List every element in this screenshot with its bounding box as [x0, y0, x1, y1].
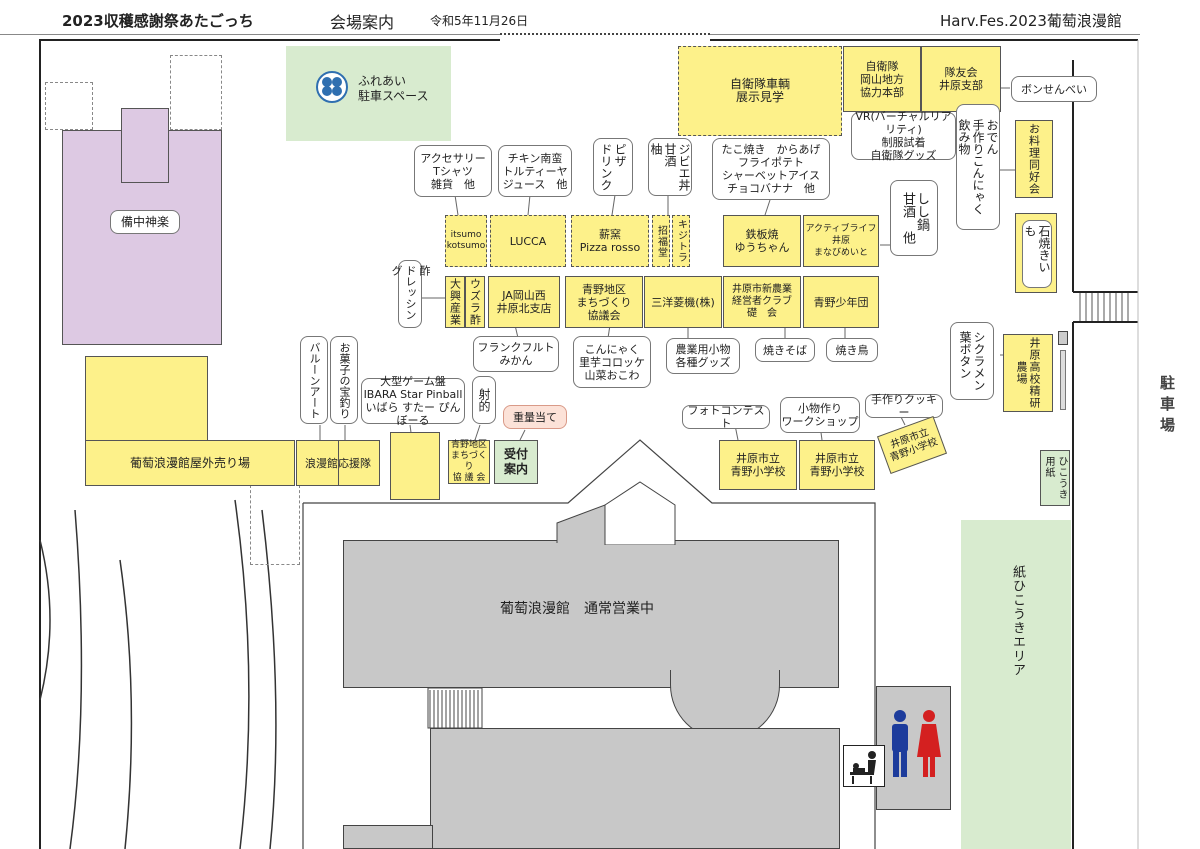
- kuraburi-stall: 井原市新農業 経営者クラブ 礎 会: [723, 276, 801, 328]
- venue-name: Harv.Fes.2023葡萄浪漫館: [940, 12, 1122, 30]
- pizza-drink-bubble: ピザ ドリンク: [593, 138, 633, 196]
- gibier-bubble: ジビエ丼 甘酒 柚: [648, 138, 692, 196]
- yakisoba-bubble: 焼きそば: [755, 338, 815, 362]
- shateki-bubble: 射的: [472, 376, 496, 424]
- accessory-bubble: アクセサリー Tシャツ 雑貨 他: [414, 145, 492, 197]
- chicken-bubble: チキン南蛮 トルティーヤ ジュース 他: [498, 145, 572, 197]
- yakitori-bubble: 焼き鳥: [826, 338, 878, 362]
- itsumo-stall: itsumo kotsumo: [445, 215, 487, 267]
- outdoor-shop: 葡萄浪漫館屋外売り場: [85, 440, 295, 486]
- parking-slot: [170, 55, 222, 130]
- header-divider-right: [710, 34, 1140, 35]
- header-divider: [0, 34, 500, 35]
- okashi-bubble: お菓子の宝釣り: [330, 336, 358, 424]
- kijitora-stall: キジトラ: [672, 215, 690, 267]
- entrance-dots: [500, 33, 710, 35]
- kagura-label: 備中神楽: [110, 210, 180, 234]
- reception-desk: 受付 案内: [494, 440, 538, 484]
- baby-changing-icon: [843, 745, 885, 787]
- juryou-bubble: 重量当て: [503, 405, 567, 429]
- aono-es-stall-1: 井原市立 青野小学校: [719, 440, 797, 490]
- fureai-parking-label: ふれあい 駐車スペース: [358, 74, 429, 103]
- ibara-hs-stall: 井原高校精研農場: [1003, 334, 1053, 412]
- cyclamen-bubble: シクラメン 葉ボタン: [950, 322, 994, 400]
- game-bubble: 大型ゲーム盤 IBARA Star Pinball いばら すたー ぴんぼーる: [361, 375, 465, 427]
- aono-machi-stall: 青野地区 まちづくり 協議会: [565, 276, 643, 328]
- game-stall: [390, 432, 440, 500]
- event-date: 令和5年11月26日: [430, 14, 529, 28]
- main-building-label: 葡萄浪漫館 通常営業中: [500, 601, 654, 617]
- cookie-bubble: 手作りクッキー: [865, 393, 943, 419]
- paper-plane-area-label: 紙ひこうきエリア: [1010, 565, 1025, 677]
- taiyukai-stall: 隊友会 井原支部: [921, 46, 1001, 112]
- aono-machi2-stall: 青野地区 まちづくり 協 議 会: [448, 440, 490, 484]
- stall-divider: [338, 440, 339, 486]
- balloon-bubble: バルーンアート: [300, 336, 328, 424]
- photo-bubble: フォトコンテスト: [682, 404, 770, 430]
- parking-slot: [250, 485, 300, 565]
- parking-label: 駐車場: [1158, 375, 1176, 438]
- ishiyaki-bubble: 石焼きいも: [1022, 220, 1052, 288]
- shishi-bubble: しし鍋 甘酒 他: [890, 180, 938, 256]
- aono-es-stall-2: 井原市立 青野小学校: [799, 440, 875, 490]
- shofukudo-stall: 招福堂: [652, 215, 670, 267]
- building-tower: [600, 480, 680, 546]
- sanyo-stall: 三洋菱機(株): [644, 276, 722, 328]
- uzura-stall: ウズラ酢: [465, 276, 485, 328]
- paper-plane-area: [961, 520, 1071, 849]
- senbei-bubble: ボンせんべい: [1011, 76, 1097, 102]
- jieitai-okayama-stall: 自衛隊 岡山地方 協力本部: [843, 46, 921, 112]
- barrier: [1060, 350, 1066, 410]
- page-subtitle: 会場案内: [330, 13, 395, 32]
- vr-bubble: VR(バーチャルリアリティ) 制服試着 自衛隊グッズ: [851, 110, 956, 162]
- aono-youth-stall: 青野少年団: [803, 276, 879, 328]
- building-lower: [430, 728, 840, 849]
- toilet-icon: [892, 710, 941, 777]
- jieitai-vehicle-display: 自衛隊車輌 展示見学: [678, 46, 842, 136]
- pizza-stall: 薪窯 Pizza rosso: [571, 215, 649, 267]
- oden-bubble: おでん 手作りこんにゃく 飲み物: [956, 104, 1000, 230]
- event-title: 2023収穫感謝祭あたごっち: [62, 12, 254, 30]
- ohkou-stall: 大興産業: [445, 276, 465, 328]
- frank-bubble: フランクフルト みかん: [473, 336, 559, 372]
- kagura-stage-annex: [121, 108, 169, 183]
- oryori-stall: お料理同好会: [1015, 120, 1053, 198]
- clover-parking-icon: [316, 71, 348, 103]
- fureai-parking-area: ふれあい 駐車スペース: [286, 46, 451, 141]
- building-lower-left: [343, 825, 433, 849]
- konnyaku-bubble: こんにゃく 里芋コロッケ 山菜おこわ: [573, 336, 651, 388]
- ja-stall: JA岡山西 井原北支店: [488, 276, 560, 328]
- takoyaki-bubble: たこ焼き からあげ フライポテト シャーベットアイス チョコバナナ 他: [712, 138, 830, 200]
- teppanyaki-stall: 鉄板焼 ゆうちゃん: [723, 215, 801, 267]
- paper-plane-paper-stand: ひこうき 用紙: [1040, 450, 1070, 506]
- main-building: [343, 540, 839, 688]
- parking-slot: [45, 82, 93, 130]
- dressing-bubble: 酢 ドレッシング: [390, 260, 431, 328]
- toilet-area: [876, 686, 951, 810]
- manabimeito-stall: アクティブライフ井原 まなびめいと: [803, 215, 879, 267]
- nougyou-bubble: 農業用小物 各種グッズ: [666, 338, 740, 374]
- lucca-stall: LUCCA: [490, 215, 566, 267]
- komono-bubble: 小物作り ワークショップ: [780, 397, 860, 433]
- pole-marker: [1058, 331, 1068, 345]
